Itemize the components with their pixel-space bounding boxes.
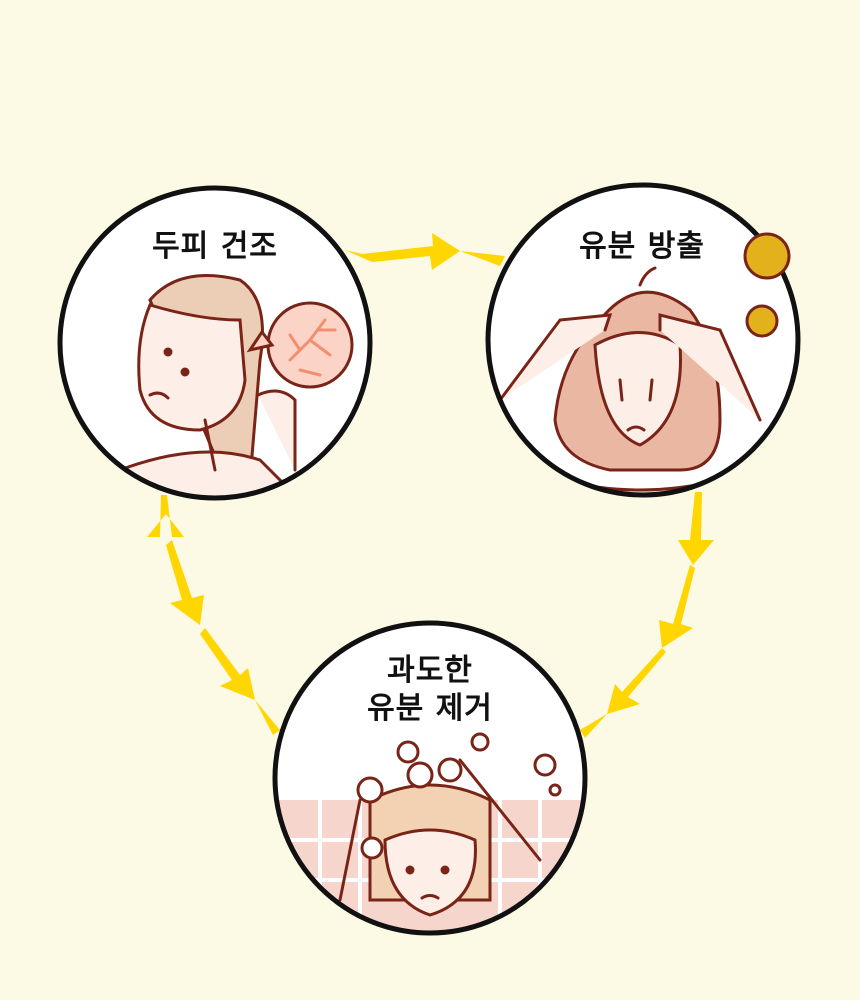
arrow-right-3 [607, 648, 666, 714]
cycle-arrows [147, 233, 714, 738]
arrow-right-tail [580, 714, 607, 738]
step-dry-scalp [57, 185, 373, 501]
step-label-line1: 과도한 [387, 653, 473, 688]
oil-drop-icon [743, 232, 791, 280]
step-label-oil-release: 유분 방출 [579, 229, 705, 264]
arrow-right-1 [678, 492, 714, 565]
step-label-dry-scalp: 두피 건조 [152, 229, 278, 264]
step-over-washing [272, 620, 588, 936]
step-oil-release [485, 182, 801, 498]
arrow-left-3 [200, 628, 255, 700]
arrow-left-tail [255, 700, 280, 735]
step-label-over-washing: 과도한 유분 제거 [340, 652, 520, 728]
arrow-left-1 [147, 495, 184, 537]
arrow-left-2 [166, 540, 204, 625]
step-label-line2: 유분 제거 [367, 691, 493, 726]
arrow-top [345, 233, 460, 270]
arrow-top-tail [460, 251, 505, 266]
oil-drop-icon [745, 304, 779, 338]
arrow-right-2 [659, 565, 695, 648]
